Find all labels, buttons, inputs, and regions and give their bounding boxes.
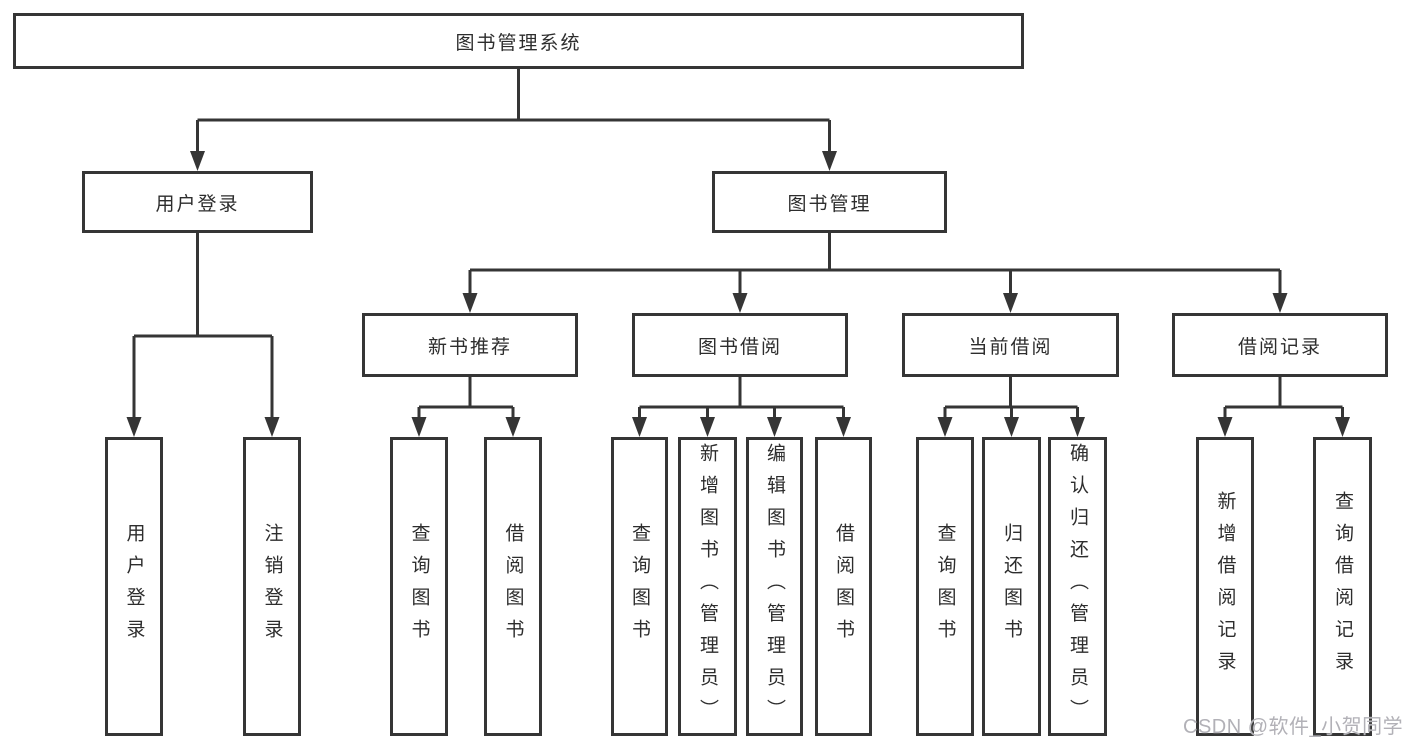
arrowheads <box>126 151 1350 437</box>
node-label: 用户登录 <box>155 193 240 215</box>
csdn-watermark: CSDN @软件_小贺同学 <box>1183 716 1404 738</box>
node-label: 查询借阅记录 <box>1332 490 1353 683</box>
node-book-management: 图书管理 <box>712 171 947 233</box>
node-label: 图书管理 <box>787 193 872 215</box>
leaf-edit-book-admin: 编辑图书（管理员） <box>746 437 803 736</box>
node-label: 新书推荐 <box>427 336 512 358</box>
node-label: 查询图书 <box>629 522 650 651</box>
leaf-query-borrow-record: 查询借阅记录 <box>1313 437 1372 736</box>
node-current-borrow: 当前借阅 <box>902 313 1119 377</box>
node-label: 归还图书 <box>1001 522 1022 651</box>
leaf-user-login: 用户登录 <box>105 437 163 736</box>
node-label: 当前借阅 <box>968 336 1053 358</box>
leaf-query-books-recommend: 查询图书 <box>390 437 448 736</box>
node-label: 借阅图书 <box>833 522 854 651</box>
node-label: 确认归还（管理员） <box>1067 442 1088 731</box>
leaf-confirm-return-admin: 确认归还（管理员） <box>1048 437 1107 736</box>
leaf-add-borrow-record: 新增借阅记录 <box>1196 437 1254 736</box>
node-label: 借阅记录 <box>1237 336 1322 358</box>
leaf-return-book: 归还图书 <box>982 437 1041 736</box>
node-label: 图书借阅 <box>697 336 782 358</box>
node-label: 图书管理系统 <box>455 32 582 54</box>
leaf-query-books-current: 查询图书 <box>916 437 974 736</box>
node-borrow-records: 借阅记录 <box>1172 313 1388 377</box>
node-label: 用户登录 <box>123 522 145 651</box>
node-label: 新增图书（管理员） <box>697 442 718 731</box>
node-label: 新增借阅记录 <box>1214 490 1236 683</box>
node-new-book-recommend: 新书推荐 <box>362 313 578 377</box>
node-user-login: 用户登录 <box>82 171 313 233</box>
node-label: 借阅图书 <box>502 522 524 651</box>
leaf-logout: 注销登录 <box>243 437 301 736</box>
node-label: 注销登录 <box>261 522 283 651</box>
leaf-add-book-admin: 新增图书（管理员） <box>678 437 737 736</box>
node-root: 图书管理系统 <box>13 13 1024 69</box>
node-label: 编辑图书（管理员） <box>764 442 785 731</box>
leaf-query-books-borrow: 查询图书 <box>611 437 668 736</box>
leaf-borrow-books-recommend: 借阅图书 <box>484 437 542 736</box>
leaf-borrow-books: 借阅图书 <box>815 437 872 736</box>
node-label: 查询图书 <box>934 522 956 651</box>
node-book-borrow: 图书借阅 <box>632 313 848 377</box>
node-label: 查询图书 <box>408 522 430 651</box>
